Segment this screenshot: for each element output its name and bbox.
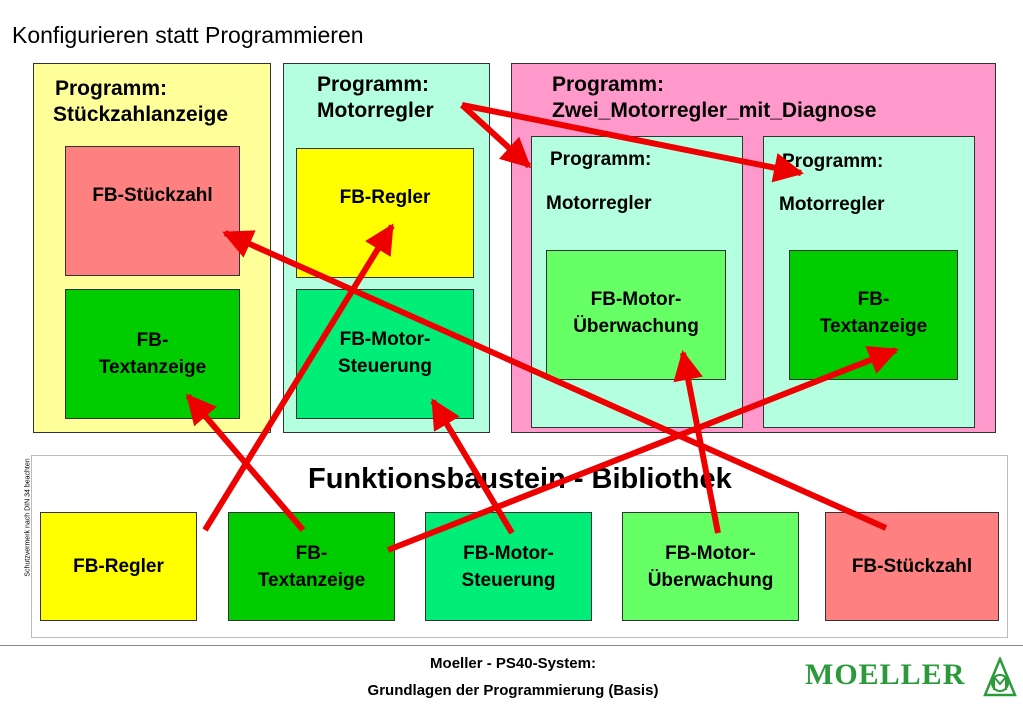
block-label-line2: Textanzeige — [98, 357, 207, 378]
fb-motor-steuerung-block[interactable]: FB-Motor- Steuerung — [296, 289, 474, 419]
subprogram-title-line2: Motorregler — [546, 193, 652, 214]
block-label-line1: FB-Regler — [73, 556, 164, 577]
block-label-line1: FB-Motor- — [339, 329, 431, 350]
library-title: Funktionsbaustein - Bibliothek — [308, 463, 732, 495]
block-label: FB-Regler — [339, 187, 431, 208]
program-title: Programm: Zwei_Motorregler_mit_Diagnose — [552, 72, 876, 124]
block-label-line1: FB- — [136, 330, 169, 351]
program-title-line2: Stückzahlanzeige — [53, 103, 229, 126]
arrow-motorregler-to-subprogram2 — [461, 102, 804, 183]
block-label-line2: Überwachung — [573, 316, 699, 337]
moeller-emblem-icon — [983, 657, 1017, 697]
subprogram-title-line2: Motorregler — [779, 194, 885, 215]
program-title-line1: Programm: — [317, 73, 430, 96]
block-label-line1: FB-Motor- — [665, 542, 756, 564]
arrow-fb-textanzeige-to-stueckzahlanzeige — [185, 393, 306, 532]
block-label-line1: FB- — [295, 542, 328, 564]
footer-divider — [0, 645, 1023, 646]
fb-stueckzahl-block[interactable]: FB-Stückzahl — [65, 146, 240, 276]
block-label-line2: Steuerung — [461, 569, 556, 591]
block-label-line1: FB-Motor- — [590, 289, 682, 310]
library-block-fb-regler[interactable]: FB-Regler — [40, 512, 197, 621]
block-label-line2: Textanzeige — [257, 569, 366, 591]
program-title-line1: Programm: — [552, 73, 665, 96]
side-note: Schutzvermerk nach DIN 34 beachten — [24, 458, 32, 577]
arrow-fb-textanzeige-to-subprogram2 — [386, 345, 899, 553]
program-title: Programm: Motorregler — [317, 72, 434, 124]
footer-line1: Moeller - PS40-System: — [430, 655, 596, 672]
arrow-fb-regler-to-motorregler — [202, 223, 395, 532]
program-title-line1: Programm: — [55, 77, 168, 100]
library-block-fb-stueckzahl[interactable]: FB-Stückzahl — [825, 512, 999, 621]
footer-line2: Grundlagen der Programmierung (Basis) — [367, 682, 659, 699]
block-label-line1: FB-Motor- — [463, 542, 554, 564]
block-label-line1: FB-Stückzahl — [851, 556, 973, 577]
subprogram-title-line1: Programm: — [782, 151, 884, 172]
program-title-line2: Motorregler — [317, 99, 434, 122]
program-title-line2: Zwei_Motorregler_mit_Diagnose — [552, 99, 877, 122]
program-title: Programm: Stückzahlanzeige — [53, 76, 229, 128]
block-label-line2: Überwachung — [647, 569, 774, 591]
block-label-line1: FB- — [857, 289, 890, 310]
subprogram-title-line1: Programm: — [550, 149, 652, 170]
moeller-logo: MOELLER — [805, 658, 966, 691]
arrow-motorregler-to-subprogram1 — [459, 102, 532, 169]
block-label-line2: Steuerung — [338, 356, 432, 377]
arrow-fb-stueckzahl-to-stueckzahlanzeige — [222, 230, 888, 531]
arrow-fb-motor-steuerung-to-motorregler — [430, 398, 515, 535]
library-block-fb-motor-ueberwachung[interactable]: FB-Motor- Überwachung — [622, 512, 799, 621]
block-label: FB-Stückzahl — [92, 185, 213, 206]
library-block-fb-textanzeige[interactable]: FB- Textanzeige — [228, 512, 395, 621]
page-title: Konfigurieren statt Programmieren — [12, 22, 364, 48]
block-label-line2: Textanzeige — [819, 316, 928, 337]
